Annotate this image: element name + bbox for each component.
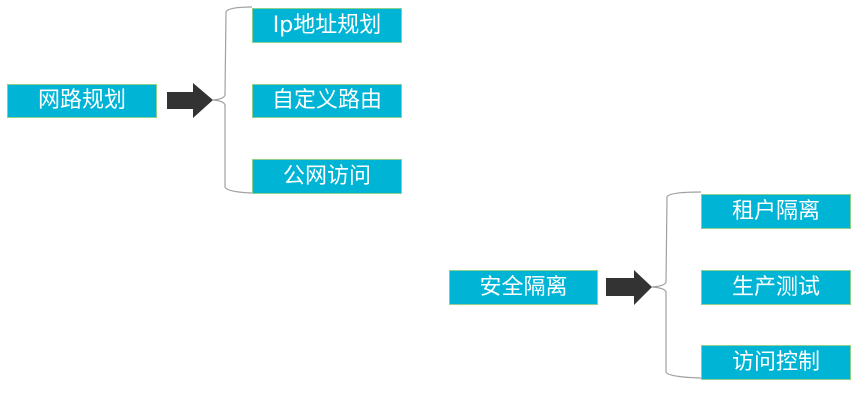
node-network-planning: 网路规划 — [7, 84, 157, 118]
node-custom-routing: 自定义路由 — [252, 84, 402, 118]
node-tenant-isolation: 租户隔离 — [701, 194, 851, 229]
node-public-access: 公网访问 — [252, 159, 402, 194]
node-security-isolation: 安全隔离 — [449, 270, 598, 305]
brace-connector — [651, 191, 702, 379]
arrow-right-icon — [606, 270, 652, 305]
node-label: 访问控制 — [731, 349, 820, 375]
node-label: 生产测试 — [731, 274, 820, 300]
node-label: 公网访问 — [282, 163, 371, 189]
node-label: 自定义路由 — [271, 88, 382, 113]
node-production-testing: 生产测试 — [701, 270, 851, 305]
node-ip-address-planning: Ip地址规划 — [252, 8, 402, 43]
arrow-right-icon — [167, 83, 213, 118]
brace-connector — [212, 6, 253, 194]
node-access-control: 访问控制 — [701, 345, 851, 380]
node-label: 安全隔离 — [479, 274, 568, 300]
node-label: 租户隔离 — [731, 198, 820, 224]
node-label: 网路规划 — [37, 88, 126, 113]
node-label: Ip地址规划 — [272, 12, 382, 38]
